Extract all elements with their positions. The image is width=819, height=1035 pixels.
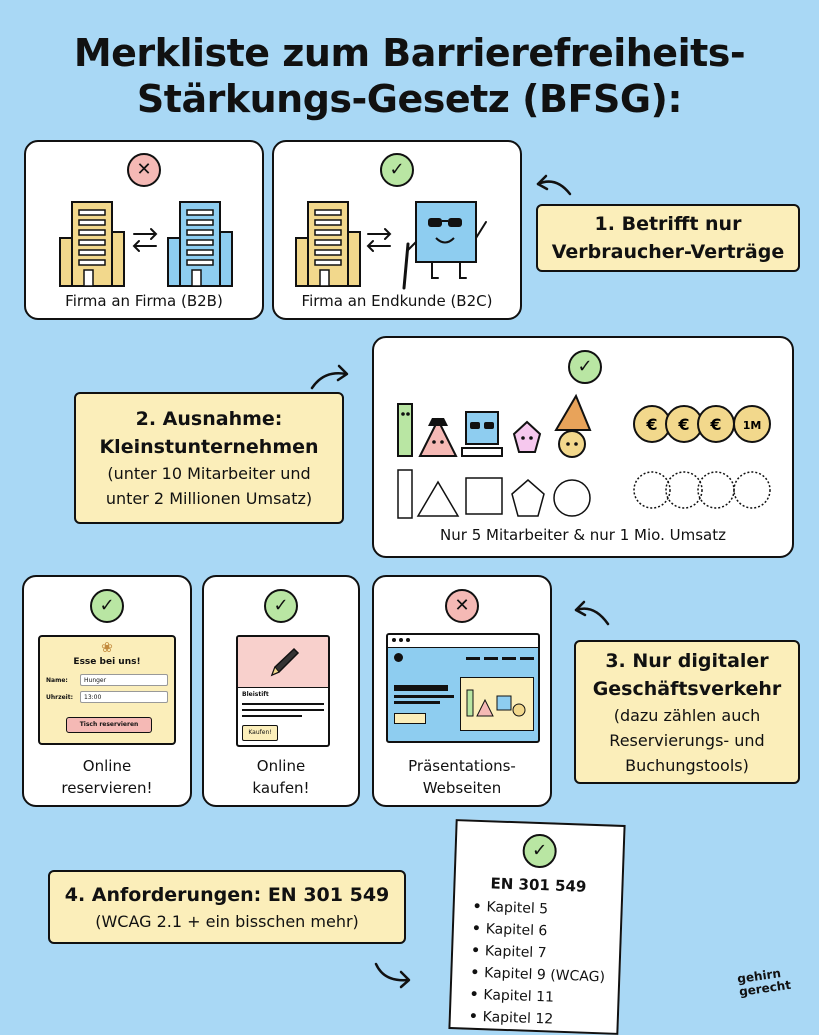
check-icon: ✓ xyxy=(380,153,414,187)
check-icon: ✓ xyxy=(264,589,298,623)
website-mockup xyxy=(386,633,540,743)
buy-button: Kaufen! xyxy=(242,725,278,741)
text-line xyxy=(242,715,302,717)
text-line xyxy=(242,703,324,705)
note-small-enterprises: 2. Ausnahme: Kleinstunternehmen (unter 1… xyxy=(74,392,344,524)
form-title: Esse bei uns! xyxy=(73,657,141,667)
hero-image xyxy=(460,677,534,731)
check-icon: ✓ xyxy=(522,833,558,869)
page-title: Merkliste zum Barrierefreiheits- Stärkun… xyxy=(73,31,746,121)
buy-caption: Online kaufen! xyxy=(252,757,310,797)
building-and-customer-icon xyxy=(295,201,487,290)
employees-and-revenue-illustration: € € € 1M xyxy=(397,393,771,519)
list-item: Kapitel 12 xyxy=(468,1006,603,1033)
text-line xyxy=(242,709,324,711)
coin-euro-label: € xyxy=(677,415,689,434)
nav-item xyxy=(484,657,498,660)
cta-button xyxy=(394,713,426,724)
check-icon: ✓ xyxy=(568,350,602,384)
small-enterprise-caption: Nur 5 Mitarbeiter & nur 1 Mio. Umsatz xyxy=(440,526,726,544)
name-label: Name: xyxy=(46,677,68,684)
logo-dot xyxy=(394,653,403,662)
text-line xyxy=(394,701,440,704)
b2b-caption: Firma an Firma (B2B) xyxy=(65,292,223,310)
coin-euro-label: € xyxy=(709,415,721,434)
curved-arrow-icon xyxy=(574,600,610,626)
curved-arrow-icon xyxy=(374,962,411,989)
curved-arrow-icon xyxy=(536,174,572,196)
b2c-caption: Firma an Endkunde (B2C) xyxy=(301,292,493,310)
coin-euro-label: € xyxy=(645,415,657,434)
shop-mockup: Bleistift Kaufen! xyxy=(236,635,330,747)
name-field: Hunger xyxy=(80,674,168,686)
product-image xyxy=(238,637,328,688)
reserve-table-button: Tisch reservieren xyxy=(66,717,152,733)
browser-bar xyxy=(388,635,538,648)
curved-arrow-icon xyxy=(310,364,349,390)
nav-item xyxy=(502,657,516,660)
small-enterprise-card: ✓ € xyxy=(372,336,794,558)
nav-item xyxy=(466,657,480,660)
product-name: Bleistift xyxy=(242,691,269,698)
note-requirements: 4. Anforderungen: EN 301 549 (WCAG 2.1 +… xyxy=(48,870,406,944)
reservation-form-mockup: ❀ Esse bei uns! Name: Hunger Uhrzeit: 13… xyxy=(38,635,176,745)
cross-icon: ✕ xyxy=(127,153,161,187)
gehirngerecht-logo: gehirn gerecht xyxy=(736,966,792,999)
time-field: 13:00 xyxy=(80,691,168,703)
online-buy-card: ✓ Bleistift Kaufen! Online kaufen! xyxy=(202,575,360,807)
document-title: EN 301 549 xyxy=(490,874,587,896)
reserve-caption: Online reservieren! xyxy=(61,757,153,797)
en-301-549-document: ✓ EN 301 549 Kapitel 5 Kapitel 6 Kapitel… xyxy=(448,819,626,1035)
coin-million-label: 1M xyxy=(743,419,762,432)
check-icon: ✓ xyxy=(90,589,124,623)
text-line xyxy=(394,695,454,698)
b2b-card: ✕ Firma an Firma (B2B) xyxy=(24,140,264,320)
presentation-card: ✕ Präsentations- Webseiten xyxy=(372,575,552,807)
note-consumer-contracts: 1. Betrifft nur Verbraucher-Verträge xyxy=(536,204,800,272)
buildings-b2b-icon xyxy=(59,201,233,287)
cross-icon: ✕ xyxy=(445,589,479,623)
presentation-caption: Präsentations- Webseiten xyxy=(408,757,516,797)
chapter-list: Kapitel 5 Kapitel 6 Kapitel 7 Kapitel 9 … xyxy=(468,896,607,1033)
pretzel-icon: ❀ xyxy=(101,640,113,656)
note-digital-commerce: 3. Nur digitaler Geschäftsverkehr (dazu … xyxy=(574,640,800,784)
headline-bar xyxy=(394,685,448,691)
time-label: Uhrzeit: xyxy=(46,694,73,701)
nav-item xyxy=(520,657,534,660)
b2c-card: ✓ Firma an Endkunde (B2C) xyxy=(272,140,522,320)
pencil-icon xyxy=(270,647,300,677)
online-reserve-card: ✓ ❀ Esse bei uns! Name: Hunger Uhrzeit: … xyxy=(22,575,192,807)
